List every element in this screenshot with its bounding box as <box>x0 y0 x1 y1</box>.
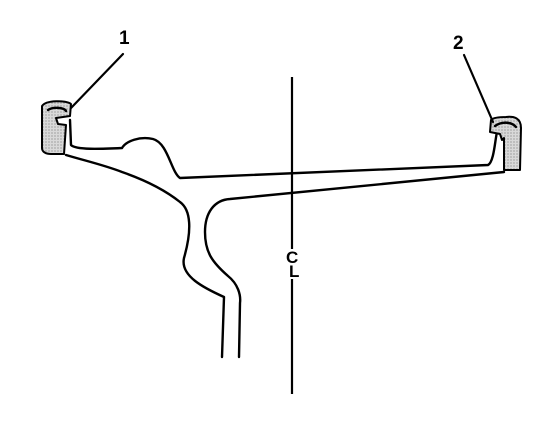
centerline-label: C L <box>282 248 302 281</box>
centerline-label-c: C <box>286 248 298 267</box>
rim-barrel-upper-edge <box>68 118 499 180</box>
outer-flange-weight <box>489 115 522 171</box>
callout-2-label: 2 <box>453 33 464 54</box>
centerline-label-l: L <box>289 262 299 281</box>
rim-barrel-lower-edge <box>64 153 226 359</box>
rim-disc-upper-edge <box>203 170 506 359</box>
callout-2-leader <box>462 53 495 124</box>
callout-1-label: 1 <box>119 28 130 49</box>
callout-1-leader <box>69 52 125 110</box>
inner-flange-weight <box>41 100 72 155</box>
